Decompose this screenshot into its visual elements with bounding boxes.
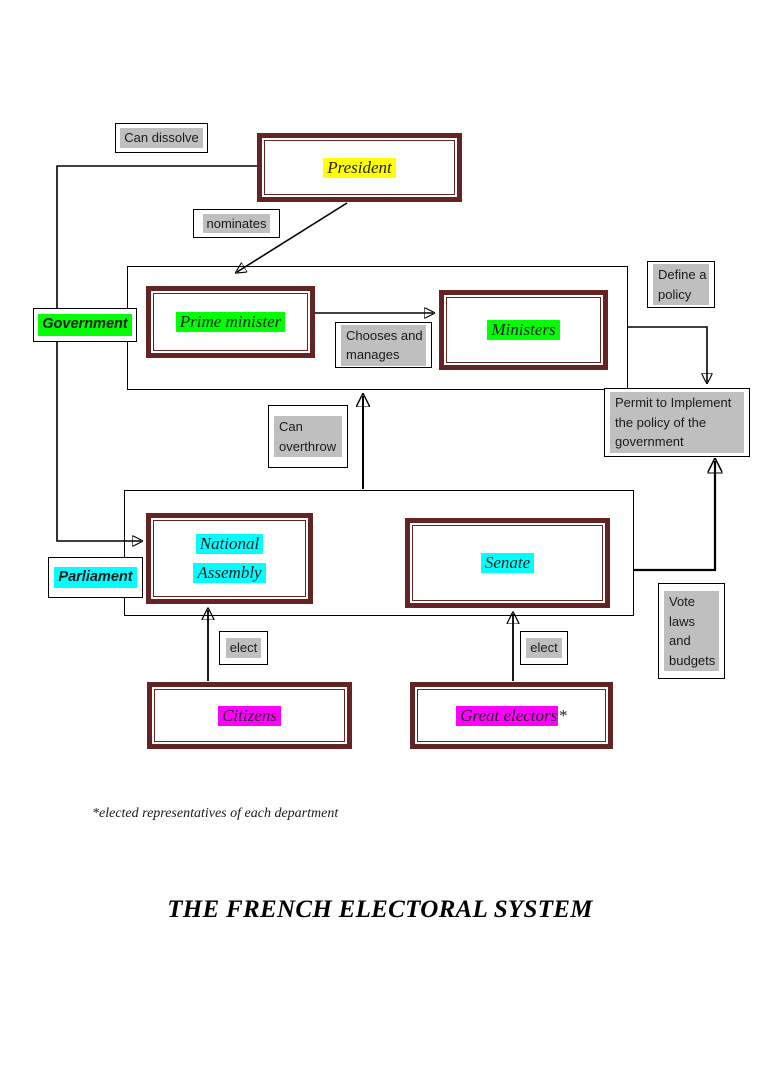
national-assembly-node-inner: National Assembly [153,520,306,597]
elect-right-label-box: elect [520,631,568,665]
elect-left-label: elect [225,638,262,658]
footnote: *elected representatives of each departm… [92,806,339,821]
define-policy-label-box: Define a policy [647,261,715,308]
elect-left-label-box: elect [219,631,268,665]
ministers-label: Ministers [487,320,560,340]
arrow-government-define-policy [628,326,707,382]
can-overthrow-label: Can overthrow [274,416,342,457]
define-policy-label: Define a policy [653,264,709,305]
parliament-group-label: Parliament [54,566,137,589]
parliament-group-label-box: Parliament [48,557,143,598]
senate-node: Senate [405,518,610,608]
prime-minister-node: Prime minister [146,286,315,358]
great-electors-node: Great electors* [410,682,613,749]
page-title: THE FRENCH ELECTORAL SYSTEM [167,896,593,923]
ministers-node-inner: Ministers [446,297,601,363]
citizens-node-inner: Citizens [154,689,345,742]
government-group-label-box: Government [33,308,137,342]
vote-laws-label-box: Vote laws and budgets [658,583,725,679]
president-label: President [323,157,396,178]
elect-right-label: elect [526,638,562,658]
nominates-label: nominates [202,213,271,234]
citizens-label: Citizens [218,705,281,726]
prime-minister-node-inner: Prime minister [153,293,308,351]
nominates-label-box: nominates [193,209,280,238]
parliament-container [124,490,634,616]
permit-policy-label-box: Permit to Implement the policy of the go… [604,388,750,457]
chooses-manages-label: Chooses and manages [341,324,426,366]
citizens-node: Citizens [147,682,352,749]
arrow-president-dissolve-assembly [56,165,257,541]
can-dissolve-label-box: Can dissolve [115,123,208,153]
vote-laws-label: Vote laws and budgets [664,591,719,671]
government-group-label: Government [38,314,132,336]
national-assembly-label-line1: National [195,534,264,554]
ministers-node: Ministers [439,290,608,370]
senate-label: Senate [480,553,535,573]
great-electors-node-inner: Great electors* [417,689,606,742]
president-node: President [257,133,462,202]
national-assembly-node: National Assembly [146,513,313,604]
senate-node-inner: Senate [412,525,603,601]
permit-policy-label: Permit to Implement the policy of the go… [610,392,744,453]
president-node-inner: President [264,140,455,195]
can-dissolve-label: Can dissolve [120,128,203,148]
prime-minister-label: Prime minister [175,312,286,332]
national-assembly-label-line2: Assembly [193,563,266,583]
great-electors-asterisk: * [558,705,567,725]
great-electors-label: Great electors [456,705,559,726]
arrow-president-nominates-government [237,202,348,272]
can-overthrow-label-box: Can overthrow [268,405,348,468]
chooses-manages-label-box: Chooses and manages [335,322,432,368]
arrow-parliament-permit-policy [634,461,715,572]
